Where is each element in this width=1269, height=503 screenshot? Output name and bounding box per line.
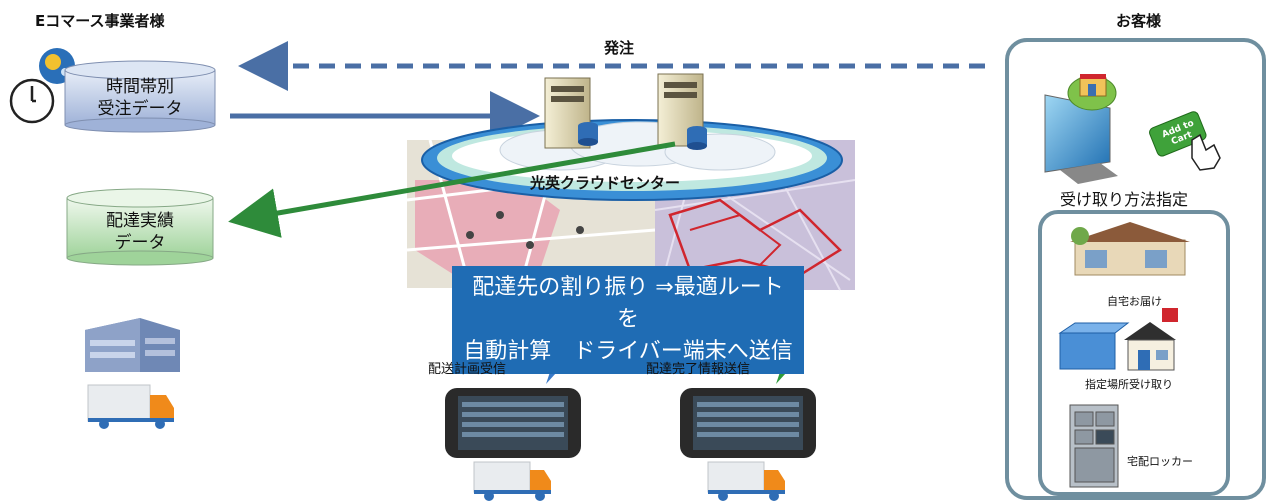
smartphone-left <box>445 388 581 458</box>
option-delivery-locker: 宅配ロッカー <box>1127 455 1193 468</box>
locker-icon <box>1069 404 1119 488</box>
cloud-center-label: 光英クラウドセンター <box>530 174 681 192</box>
device-left-label: 配送計画受信 <box>428 362 507 377</box>
delivery-data-line2: データ <box>114 233 166 253</box>
delivery-box-icon <box>1058 322 1130 370</box>
option-designated-place: 指定場所受け取り <box>1085 378 1173 391</box>
warehouse-icon <box>85 318 180 372</box>
device-right-label: 配達完了情報送信 <box>646 362 751 377</box>
shop-monitor-icon <box>1044 74 1118 184</box>
order-data-line1: 時間帯別 <box>106 77 174 97</box>
delivery-data-cylinder <box>66 188 214 266</box>
banner-line1: 配達先の割り振り ⇒最適ルートを <box>472 275 784 332</box>
hand-cursor-icon <box>1191 133 1221 171</box>
customer-panel <box>1005 38 1266 500</box>
ec-business-heading: Eコマース事業者様 <box>35 12 165 30</box>
truck-icon-center-right <box>707 461 785 501</box>
banner-line2: 自動計算 ドライバー端末へ送信 <box>463 339 793 364</box>
receive-options-panel <box>1038 210 1230 496</box>
clock-icon <box>9 78 55 124</box>
option-home-delivery: 自宅お届け <box>1107 295 1162 308</box>
add-to-cart-icon <box>1149 111 1207 157</box>
customer-heading: お客様 <box>1116 12 1162 30</box>
smartphone-right <box>680 388 816 458</box>
delivery-data-label: 配達実績 データ <box>67 210 213 254</box>
order-label: 発注 <box>604 39 635 57</box>
order-data-label: 時間帯別 受注データ <box>65 76 215 120</box>
order-data-cylinder <box>64 60 216 133</box>
delivery-data-line1: 配達実績 <box>106 211 174 231</box>
result-arrow <box>228 141 676 238</box>
order-data-line2: 受注データ <box>97 99 183 119</box>
house-icon <box>1070 222 1190 276</box>
store-icon <box>1124 308 1178 371</box>
receive-method-label: 受け取り方法指定 <box>1060 190 1189 209</box>
server-icon-right <box>657 73 707 150</box>
truck-icon-left <box>87 384 174 429</box>
server-icon-left <box>544 77 598 149</box>
cloud-center-graphic <box>421 119 843 201</box>
process-banner: 配達先の割り振り ⇒最適ルートを 自動計算 ドライバー端末へ送信 <box>452 266 804 374</box>
truck-icon-center-left <box>473 461 551 501</box>
